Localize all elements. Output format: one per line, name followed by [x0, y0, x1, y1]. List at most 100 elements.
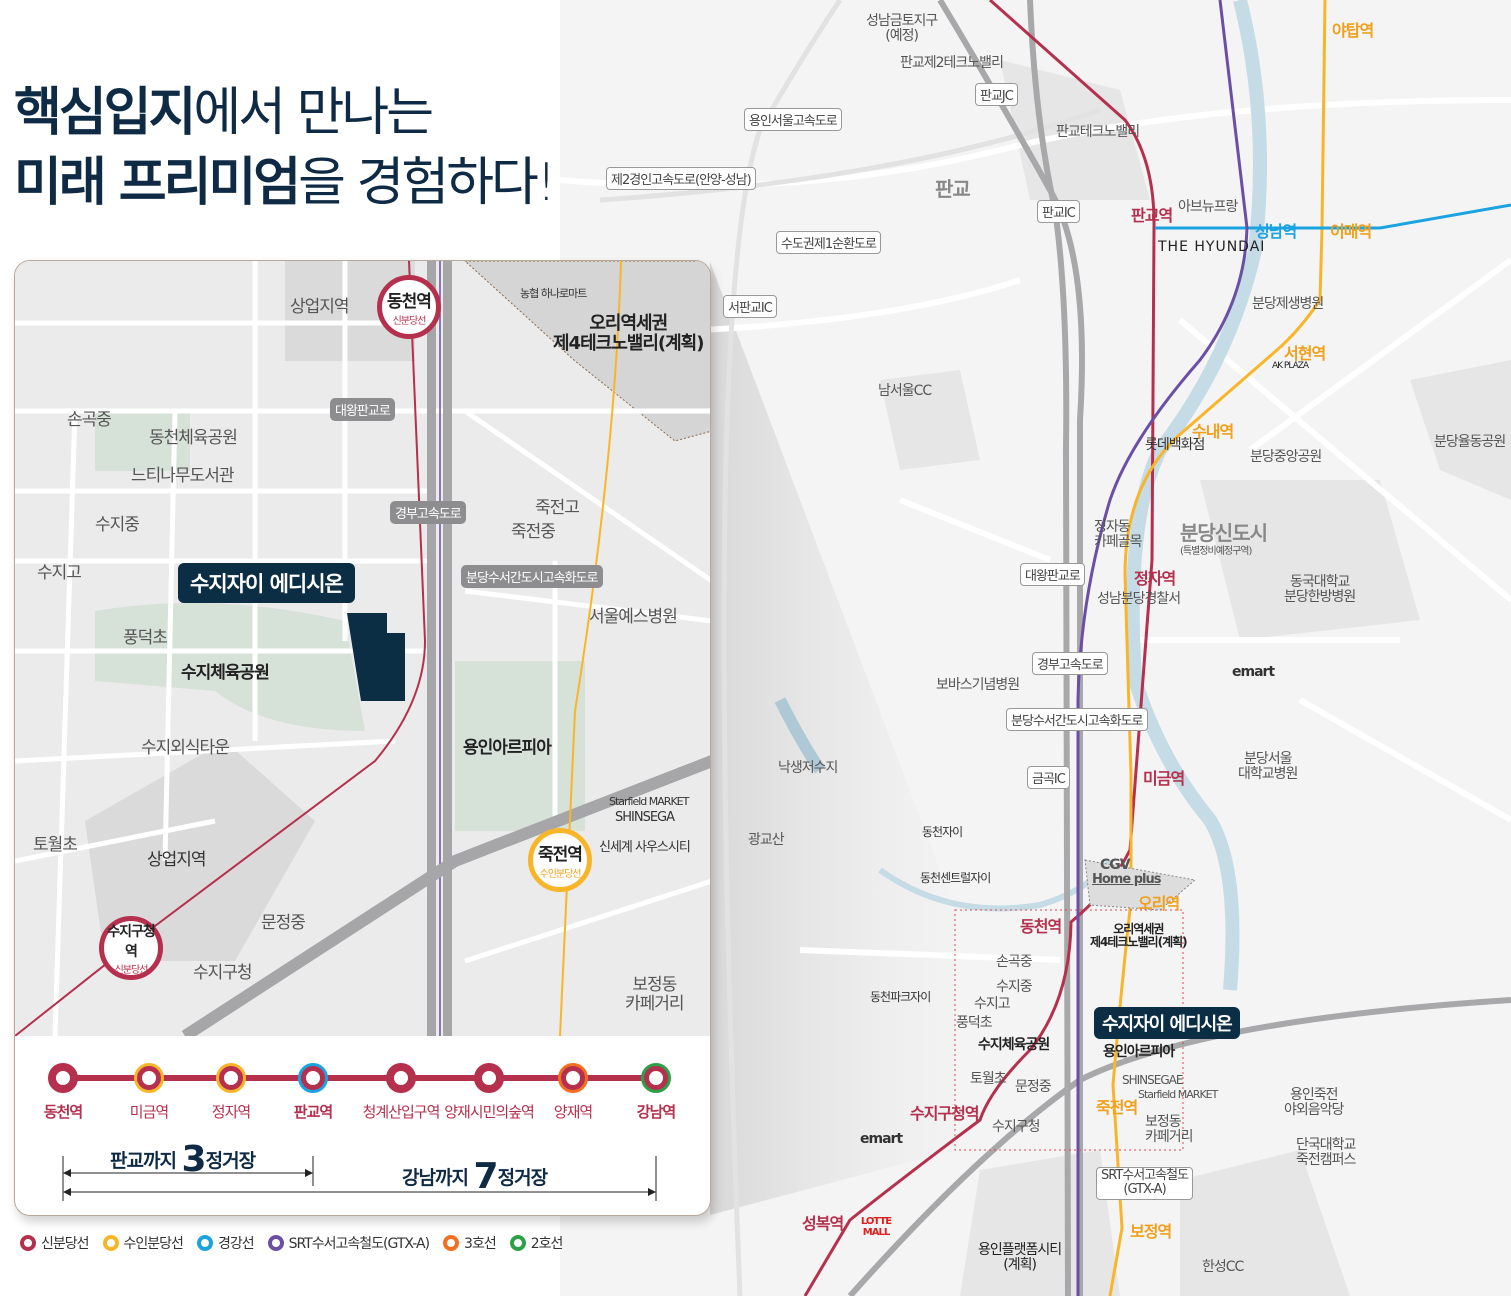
range-count: 3: [181, 1139, 207, 1180]
tancheon-river: [1125, 0, 1267, 991]
road-tag: 판교IC: [1037, 200, 1080, 223]
map-label: 단국대학교 죽전캠퍼스: [1296, 1137, 1356, 1169]
inset-suinbundang-line: [559, 261, 622, 1036]
inset-label: 손곡중: [67, 410, 112, 430]
station-dongcheon: 동천역: [1020, 917, 1062, 936]
inset-brand-shinsegae: SHINSEGA: [615, 810, 675, 825]
brand-emart: emart: [1232, 664, 1275, 680]
timeline-station-ring: [298, 1063, 328, 1093]
timeline-line: [63, 1075, 657, 1081]
inset-road-tag: 경부고속도로: [390, 501, 466, 524]
station-seohyeon: 서현역: [1284, 344, 1326, 363]
map-label: 손곡중: [996, 954, 1033, 970]
brand-homeplus: Home plus: [1092, 872, 1161, 887]
shinbundang-line: [803, 0, 1156, 1296]
legend-ring-icon: [102, 1235, 119, 1251]
map-label: 용인죽전 야외음악당: [1284, 1087, 1344, 1119]
road-tag: 대왕판교로: [1020, 563, 1085, 586]
inset-district-area: [464, 261, 710, 442]
map-label: 광교산: [748, 832, 785, 848]
gyeonggang-line: [1155, 203, 1511, 230]
inset-district-label: 오리역세권 제4테크노밸리(계획): [553, 313, 704, 354]
map-label: 낙생저수지: [778, 760, 838, 776]
map-label: (특별정비예정구역): [1180, 546, 1252, 557]
map-label: 수지체육공원: [978, 1037, 1050, 1053]
inset-road-tag: 분당수서간도시고속화도로: [461, 565, 603, 588]
headline-line2-rest: 을 경험하다!: [298, 153, 557, 213]
legend-ring-icon: [20, 1235, 36, 1251]
inset-label: 수지외식타운: [141, 738, 230, 758]
timeline-station-ring: [558, 1063, 588, 1093]
timeline-station-label: 동천역: [43, 1103, 83, 1121]
headline-line1-bold: 핵심입지: [14, 83, 196, 143]
headline-line1-rest: 에서 만나는: [193, 83, 434, 143]
legend-ring-icon: [267, 1235, 284, 1251]
nakseong-reservoir: [774, 697, 825, 774]
map-label: 아브뉴프랑: [1178, 199, 1238, 215]
legend-label: 신분당선: [41, 1236, 90, 1252]
inset-label: 수지체육공원: [181, 663, 270, 683]
map-label: 성남금토지구 (예정): [866, 13, 938, 45]
timeline-station-ring: [216, 1063, 246, 1093]
inset-map: [15, 261, 710, 1036]
map-label: 동천센트럴자이: [920, 871, 991, 885]
map-label: 판교제2테크노밸리: [900, 55, 1004, 71]
timeline-station-label: 청계산입구역: [362, 1103, 441, 1121]
inset-label: 수지고: [37, 563, 82, 583]
inset-label: 동천체육공원: [149, 428, 238, 448]
legend-ring-icon: [196, 1235, 213, 1251]
legend-label: 2호선: [530, 1236, 564, 1252]
map-label: 한성CC: [1202, 1259, 1244, 1275]
brand-cgv: CGV: [1100, 857, 1131, 873]
road-tag: 경부고속도로: [1032, 652, 1108, 675]
station-name: 동천역: [387, 292, 432, 312]
inset-label: 수지중: [95, 515, 140, 535]
project-building: [347, 613, 405, 701]
timeline-station-label: 양재시민의숲역: [444, 1103, 535, 1121]
station-imae: 이매역: [1330, 222, 1372, 241]
map-label: 풍덕초: [956, 1015, 993, 1031]
inset-label: 느티나무도서관: [131, 466, 234, 486]
inset-station-jukjeon: 죽전역 수인분당선: [528, 828, 592, 892]
inset-map-panel: 상업지역 손곡중 동천체육공원 느티나무도서관 수지중 수지고 풍덕초 수지체육…: [14, 260, 711, 1216]
timeline-station-ring: [474, 1063, 504, 1093]
timeline-station-ring: [641, 1063, 671, 1093]
legend-item: 3호선: [443, 1233, 497, 1253]
legend-label: 경강선: [217, 1236, 255, 1252]
range-to-pangyo: 판교까지 3정거장: [110, 1139, 256, 1180]
station-line: 신분당선: [114, 964, 149, 976]
map-label: 용인플랫폼시티 (계획): [978, 1242, 1062, 1274]
legend-item: 신분당선: [20, 1233, 90, 1253]
range-prefix: 판교까지: [110, 1150, 177, 1172]
map-label: 보바스기념병원: [936, 677, 1020, 693]
map-label: 수지고: [974, 996, 1011, 1012]
inset-label: 문정중: [261, 913, 306, 933]
road-tag: 판교JC: [975, 83, 1018, 106]
map-label: 동천파크자이: [870, 990, 931, 1004]
inset-label: 죽전중: [511, 522, 556, 542]
station-bojeong: 보정역: [1130, 1222, 1172, 1241]
project-callout-inset: 수지자이 에디시온: [178, 563, 355, 603]
range-count: 7: [473, 1156, 499, 1197]
legend-ring-icon: [509, 1235, 526, 1251]
map-label: 성남분당경찰서: [1097, 591, 1181, 607]
inset-label: 죽전고: [535, 498, 580, 518]
station-ori: 오리역: [1138, 894, 1180, 913]
ori-district-area: [1084, 859, 1197, 911]
map-label: 동천자이: [922, 825, 963, 839]
range-suffix: 정거장: [497, 1167, 548, 1189]
legend-item: 수인분당선: [102, 1233, 184, 1253]
inset-label: 서울예스병원: [589, 607, 678, 627]
inset-label: 수지구청: [193, 963, 253, 983]
road-tag: 금곡IC: [1027, 766, 1070, 789]
inset-shinbundang-line: [15, 261, 427, 1036]
timeline-station-label: 양재역: [553, 1103, 593, 1121]
map-label: 수지구청: [992, 1119, 1041, 1135]
road-tag: 제2경인고속도로(안양-성남): [606, 167, 756, 190]
timeline-station-label: 판교역: [293, 1103, 333, 1121]
station-line: 신분당선: [392, 316, 427, 327]
legend-item: 경강선: [196, 1233, 255, 1253]
inset-station-dongcheon: 동천역 신분당선: [377, 275, 441, 339]
inset-label: 상업지역: [290, 297, 350, 317]
